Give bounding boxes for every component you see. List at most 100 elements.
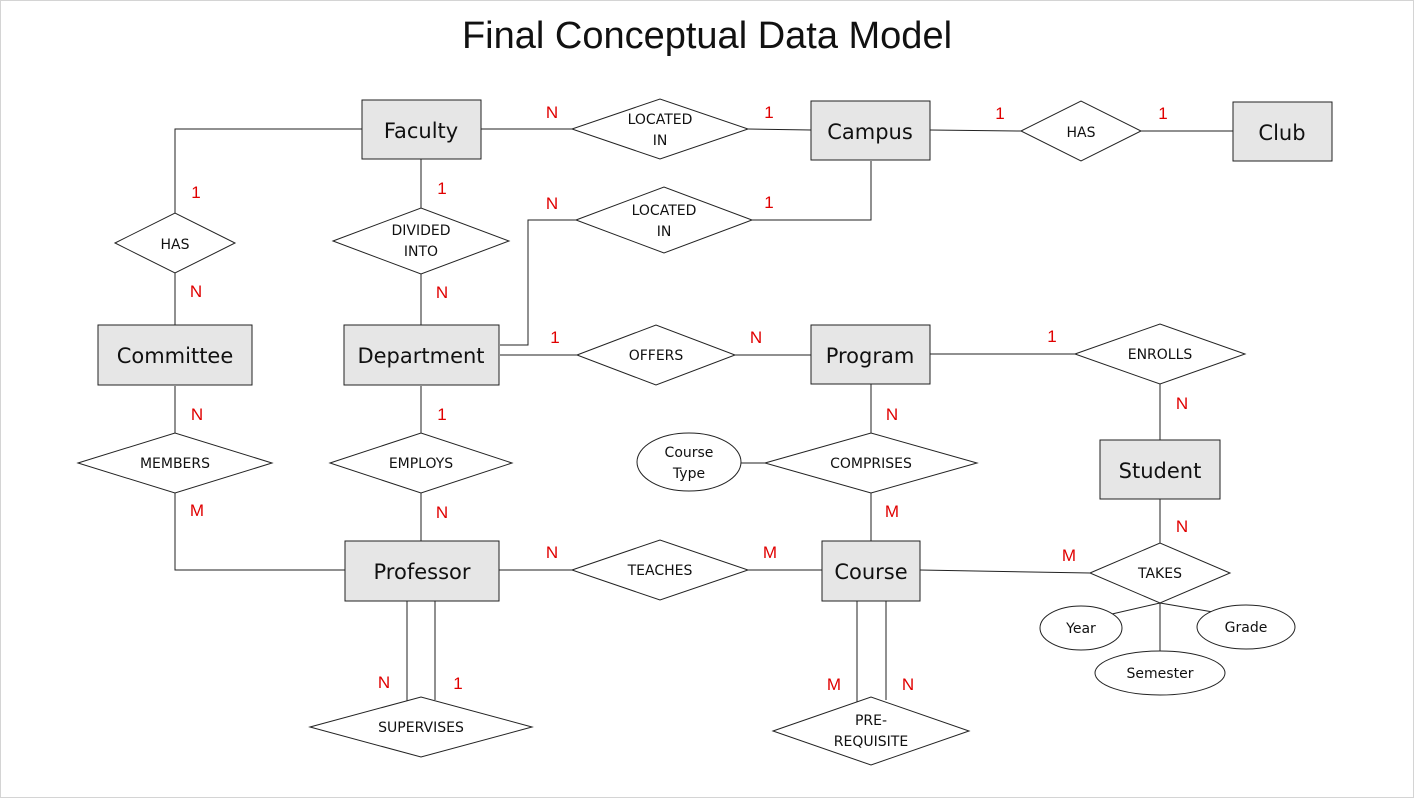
rel-faculty-has-label: HAS [161,237,190,253]
card-department-located-in: N [546,194,558,213]
edge-takes-grade [1159,602,1214,613]
rel-enrolls[interactable]: ENROLLS [1073,323,1247,385]
attr-course-type-line2: Type [672,466,705,482]
entity-course-label: Course [834,560,907,584]
card-campus-located-in: 1 [764,103,773,122]
entity-committee[interactable]: Committee [97,324,253,386]
rel-supervises-label: SUPERVISES [378,720,464,736]
edge-department-located-in [500,219,576,346]
card-professor-members: M [190,501,204,520]
rel-teaches-label: TEACHES [627,563,693,579]
edges [174,128,1233,704]
attr-course-type-line1: Course [665,445,714,461]
card-professor-teaches: N [546,543,558,562]
attr-semester-label: Semester [1127,666,1194,682]
rel-comprises-label: COMPRISES [830,456,912,472]
card-supervises-left: N [378,673,390,692]
card-program-enrolls: 1 [1047,327,1056,346]
card-program-offers: N [750,328,762,347]
attr-grade-label: Grade [1225,620,1268,636]
rel-faculty-located-in[interactable]: LOCATED IN [570,98,750,160]
entity-committee-label: Committee [117,344,234,368]
entity-professor[interactable]: Professor [344,540,500,602]
attr-year[interactable]: Year [1039,605,1123,651]
card-department-employs: 1 [437,405,446,424]
attr-year-label: Year [1065,621,1096,637]
card-prereq-left: M [827,675,841,694]
rel-faculty-located-in-line1: LOCATED [628,112,693,128]
rel-offers[interactable]: OFFERS [575,324,737,386]
attr-semester[interactable]: Semester [1094,650,1226,696]
rel-campus-has-label: HAS [1067,125,1096,141]
entity-program-label: Program [826,344,915,368]
card-faculty-has: 1 [191,183,200,202]
card-committee-has: N [190,282,202,301]
entity-department-label: Department [357,344,484,368]
rel-employs-label: EMPLOYS [389,456,453,472]
edge-located-in-campus-2 [752,161,872,221]
edge-members-professor [174,493,345,571]
entity-department[interactable]: Department [343,324,500,386]
edge-course-takes [919,569,1091,574]
card-program-comprises: N [886,405,898,424]
card-campus-dept-located-in: 1 [764,193,773,212]
rel-prerequisite-line1: PRE- [855,713,887,729]
card-campus-has: 1 [995,104,1004,123]
rel-prerequisite[interactable]: PRE- REQUISITE [771,696,971,766]
rel-enrolls-label: ENROLLS [1128,347,1193,363]
card-professor-employs: N [436,503,448,522]
card-faculty-divided: 1 [437,179,446,198]
rel-comprises[interactable]: COMPRISES [763,432,979,494]
rel-divided-into-line2: INTO [404,244,438,260]
entity-course[interactable]: Course [821,540,921,602]
entity-professor-label: Professor [374,560,471,584]
rel-takes[interactable]: TAKES [1088,542,1232,604]
rel-members-label: MEMBERS [140,456,210,472]
entity-faculty-label: Faculty [384,119,458,143]
card-club-has: 1 [1158,104,1167,123]
card-committee-members: N [191,405,203,424]
card-course-comprises: M [885,502,899,521]
rel-members[interactable]: MEMBERS [76,432,274,494]
card-course-teaches: M [763,543,777,562]
edge-faculty-has [174,128,362,213]
entity-program[interactable]: Program [810,324,931,385]
rel-employs[interactable]: EMPLOYS [328,432,514,494]
card-supervises-right: 1 [453,674,462,693]
rel-campus-has[interactable]: HAS [1019,100,1143,162]
entity-student-label: Student [1119,459,1202,483]
card-course-takes: M [1062,546,1076,565]
entity-club-label: Club [1258,121,1305,145]
card-prereq-right: N [902,675,914,694]
rel-divided-into-line1: DIVIDED [391,223,450,239]
edge-takes-year [1111,602,1161,615]
rel-faculty-has[interactable]: HAS [113,212,237,274]
rel-offers-label: OFFERS [629,348,684,364]
entity-club[interactable]: Club [1232,101,1333,162]
card-student-enrolls: N [1176,394,1188,413]
entity-student[interactable]: Student [1099,439,1221,500]
entity-campus-label: Campus [827,120,913,144]
card-department-divided: N [436,283,448,302]
diagram-title: Final Conceptual Data Model [462,15,952,57]
card-department-offers: 1 [550,328,559,347]
edge-campus-has [929,129,1022,132]
attr-course-type[interactable]: Course Type [636,432,742,492]
entity-faculty[interactable]: Faculty [361,99,482,160]
rel-prerequisite-line2: REQUISITE [834,734,908,750]
rel-supervises[interactable]: SUPERVISES [308,696,534,758]
entity-campus[interactable]: Campus [810,100,931,161]
edge-located-in-campus [747,128,812,131]
rel-takes-label: TAKES [1137,566,1182,582]
cardinality-labels: N 1 1 1 1 N 1 N N 1 1 N 1 N N M 1 N N M … [190,103,1188,694]
card-faculty-located-in: N [546,103,558,122]
rel-divided-into[interactable]: DIVIDED INTO [331,207,511,275]
rel-teaches[interactable]: TEACHES [570,539,750,601]
rel-department-located-in-line1: LOCATED [632,203,697,219]
rel-department-located-in-line2: IN [657,224,672,240]
attr-grade[interactable]: Grade [1196,604,1296,650]
rel-department-located-in[interactable]: LOCATED IN [574,186,754,254]
card-student-takes: N [1176,517,1188,536]
